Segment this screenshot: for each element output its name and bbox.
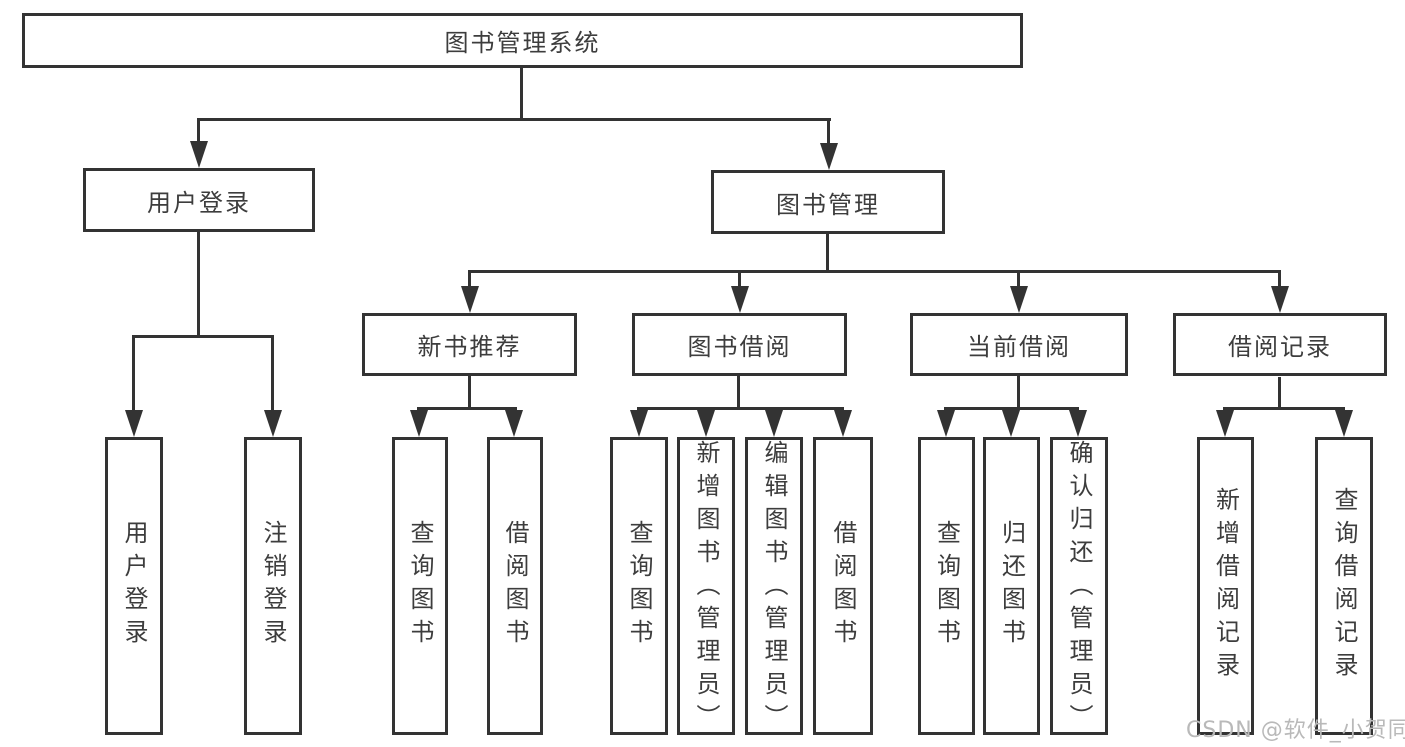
arrow-down-icon — [1002, 410, 1020, 437]
node-add-book-admin: 新增图书（管理员） — [677, 437, 735, 737]
node-borrow-book-label: 借阅图书 — [829, 520, 857, 652]
arrow-down-icon — [264, 410, 282, 437]
arrow-down-icon — [505, 410, 523, 437]
arrow-down-icon — [731, 286, 749, 313]
node-borrow-book-recommend: 借阅图书 — [487, 437, 543, 735]
arrow-down-icon — [125, 410, 143, 437]
node-book-borrowing-label: 图书借阅 — [687, 333, 792, 361]
arrow-down-icon — [1010, 286, 1028, 313]
node-query-book-current-label: 查询图书 — [932, 520, 961, 652]
node-user-login-label: 用户登录 — [120, 520, 148, 652]
arrow-down-icon — [1069, 410, 1087, 437]
node-add-book-admin-label: 新增图书（管理员） — [692, 440, 720, 737]
connector-line — [468, 375, 471, 409]
node-borrow-book-recommend-label: 借阅图书 — [501, 520, 529, 652]
node-return-book: 归还图书 — [983, 437, 1040, 735]
node-query-book-borrowing-label: 查询图书 — [625, 520, 653, 652]
node-query-book-recommend-label: 查询图书 — [406, 520, 434, 652]
node-edit-book-admin: 编辑图书（管理员） — [745, 437, 803, 737]
connector-line — [1278, 270, 1281, 289]
node-logout-label: 注销登录 — [259, 520, 287, 652]
node-edit-book-admin-label: 编辑图书（管理员） — [760, 440, 788, 737]
node-confirm-return-admin: 确认归还（管理员） — [1050, 437, 1108, 737]
node-query-borrow-record-label: 查询借阅记录 — [1330, 487, 1358, 685]
node-confirm-return-admin-label: 确认归还（管理员） — [1065, 440, 1093, 737]
node-new-book-recommend-label: 新书推荐 — [417, 333, 522, 361]
connector-line — [826, 234, 829, 272]
connector-line — [197, 118, 200, 144]
connector-line — [1278, 377, 1281, 409]
arrow-down-icon — [410, 410, 428, 437]
node-root-system-label: 图书管理系统 — [444, 29, 601, 57]
connector-line — [827, 118, 830, 146]
node-query-book-current: 查询图书 — [918, 437, 975, 735]
node-query-borrow-record: 查询借阅记录 — [1315, 437, 1373, 735]
node-current-borrowing-label: 当前借阅 — [967, 333, 1071, 361]
arrow-down-icon — [937, 410, 955, 437]
arrow-down-icon — [630, 410, 648, 437]
node-root-system: 图书管理系统 — [22, 13, 1023, 68]
connector-line — [197, 118, 831, 121]
arrow-down-icon — [1335, 410, 1353, 437]
connector-line — [468, 270, 471, 289]
node-current-borrowing: 当前借阅 — [910, 313, 1128, 376]
node-return-book-label: 归还图书 — [997, 520, 1026, 652]
node-add-borrow-record-label: 新增借阅记录 — [1211, 487, 1240, 685]
node-book-management-label: 图书管理 — [776, 190, 880, 219]
arrow-down-icon — [1216, 410, 1234, 437]
arrow-down-icon — [1271, 286, 1289, 313]
connector-line — [520, 68, 523, 119]
node-query-book-borrowing: 查询图书 — [610, 437, 668, 735]
connector-line — [738, 270, 741, 289]
connector-line — [132, 335, 135, 413]
node-book-management: 图书管理 — [711, 170, 945, 234]
arrow-down-icon — [697, 410, 715, 437]
connector-line — [417, 407, 517, 410]
connector-line — [637, 407, 844, 410]
connector-line — [132, 335, 274, 338]
arrow-down-icon — [834, 410, 852, 437]
connector-line — [271, 335, 274, 413]
connector-line — [1017, 375, 1020, 409]
node-query-book-recommend: 查询图书 — [392, 437, 448, 735]
node-add-borrow-record: 新增借阅记录 — [1197, 437, 1254, 735]
connector-line — [468, 270, 1281, 273]
arrow-down-icon — [820, 143, 838, 170]
node-book-borrowing: 图书借阅 — [632, 313, 847, 376]
node-user-login-group: 用户登录 — [83, 168, 315, 232]
connector-line — [1017, 270, 1020, 289]
node-borrow-records: 借阅记录 — [1173, 313, 1387, 376]
connector-line — [737, 375, 740, 409]
arrow-down-icon — [765, 410, 783, 437]
node-logout: 注销登录 — [244, 437, 302, 735]
node-user-login-group-label: 用户登录 — [147, 188, 251, 217]
node-borrow-book: 借阅图书 — [813, 437, 873, 735]
csdn-watermark: CSDN @软件_小贺同学 — [1186, 718, 1405, 743]
connector-line — [197, 232, 200, 337]
arrow-down-icon — [190, 141, 208, 168]
arrow-down-icon — [461, 286, 479, 313]
node-user-login: 用户登录 — [105, 437, 163, 735]
node-new-book-recommend: 新书推荐 — [362, 313, 577, 376]
connector-line — [1223, 407, 1345, 410]
node-borrow-records-label: 借阅记录 — [1228, 333, 1332, 361]
